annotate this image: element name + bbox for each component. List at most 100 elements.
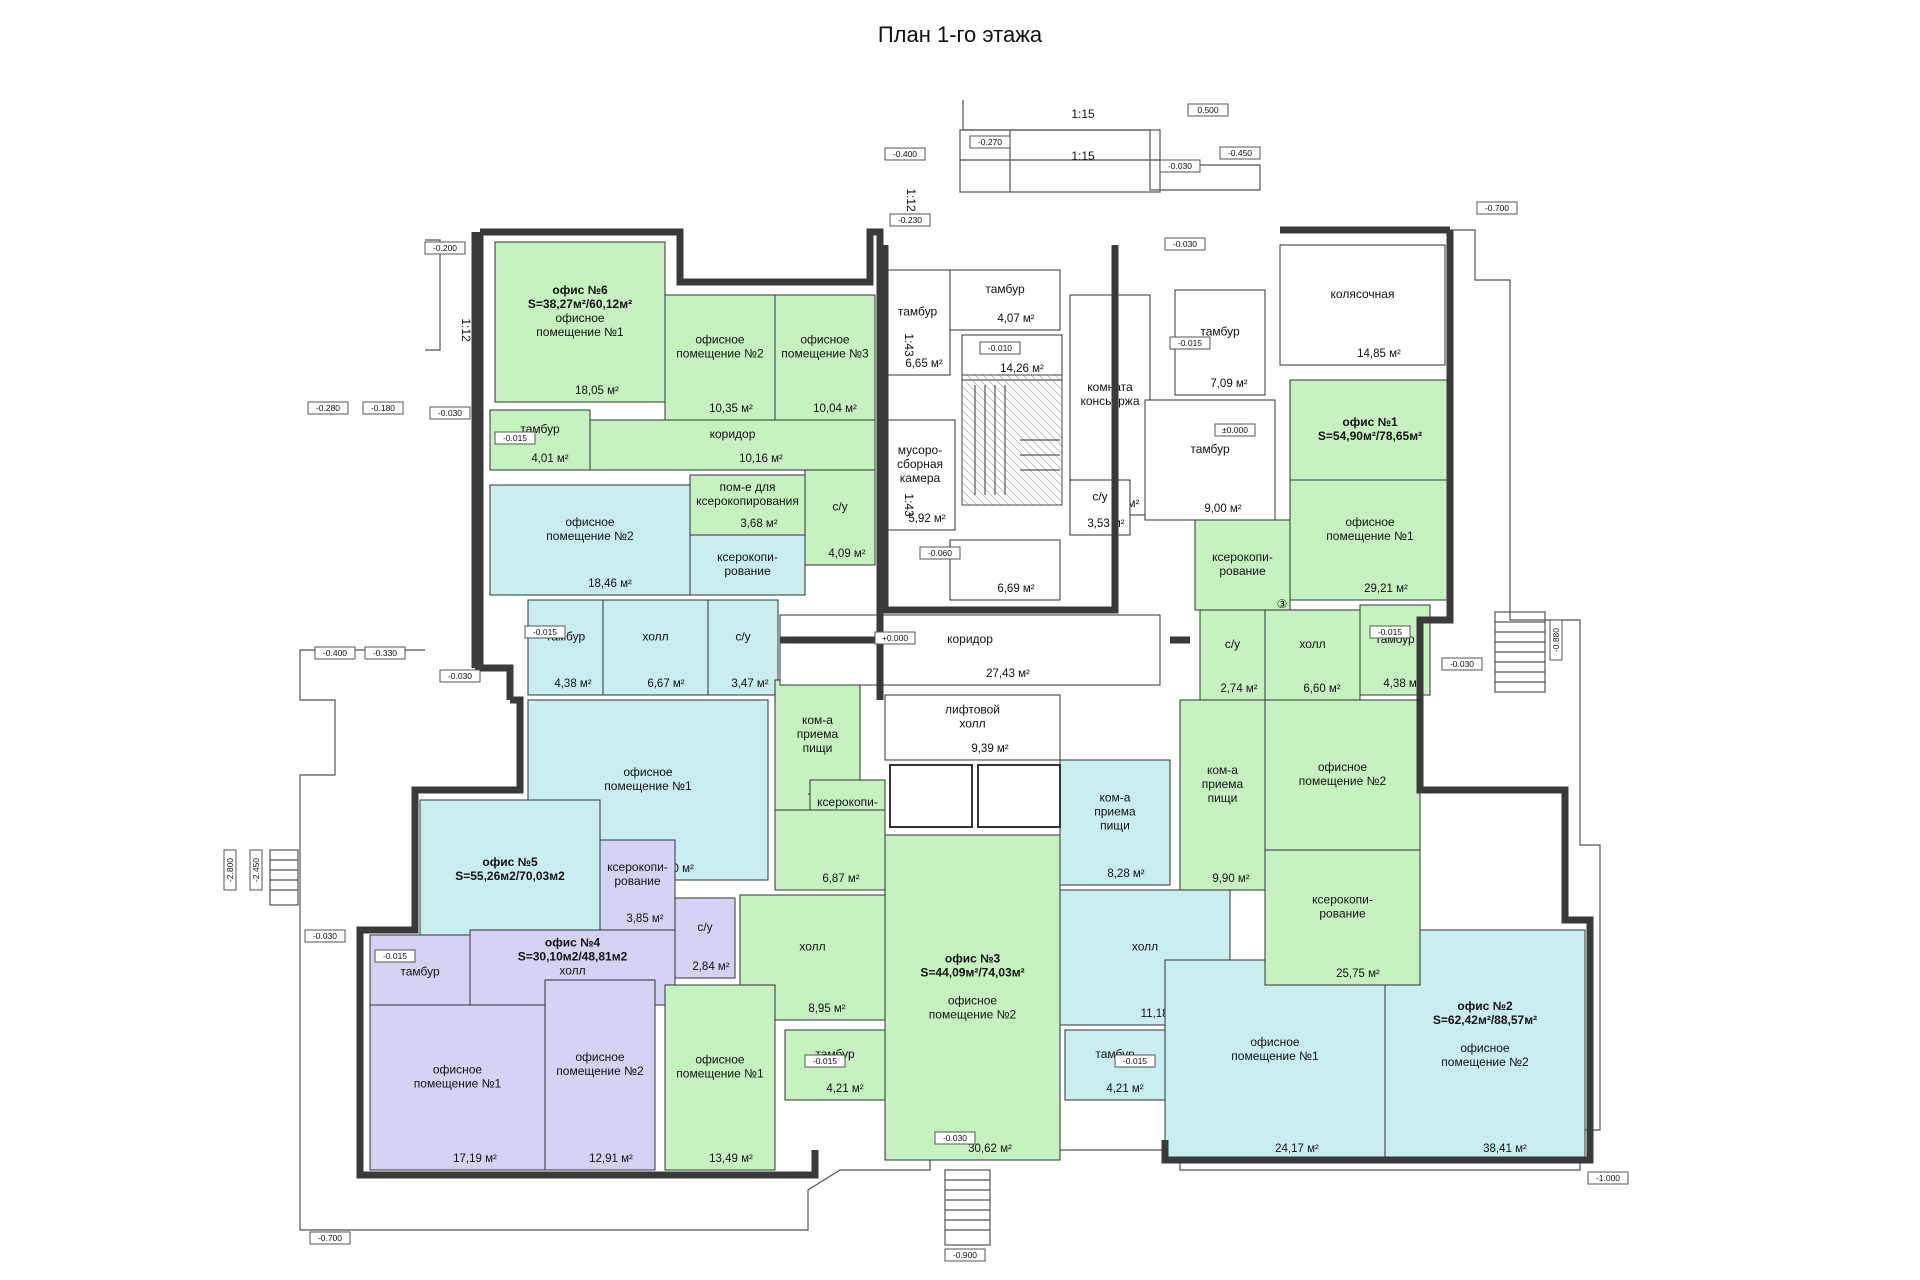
svg-text:-0.900: -0.900 (953, 1250, 977, 1260)
room-label: с/у (1225, 637, 1240, 651)
elevation-mark: -0.015 (524, 625, 566, 639)
elevation-mark: -0.280 (307, 401, 349, 415)
room-label: ксерокопи- (1312, 893, 1373, 907)
elevation-mark: -1.000 (1587, 1171, 1629, 1185)
room-area: 24,17 м² (1275, 1143, 1319, 1155)
elevation-mark: -0.400 (314, 646, 356, 660)
room-o3-x: 6,87 м² (774, 809, 886, 891)
elevation-mark: -2.450 (249, 849, 263, 891)
room-o6-1: офис №6S=38,27м²/60,12м²офисноепомещение… (494, 241, 666, 403)
room-label: ксерокопи- (817, 795, 878, 809)
room-shape (804, 469, 876, 566)
svg-text:-0.030: -0.030 (1450, 659, 1474, 669)
room-shape (884, 419, 956, 531)
elevator-shafts (889, 764, 1061, 828)
slope-label: 1:43 (902, 333, 916, 357)
page-title: План 1-го этажа (877, 22, 1043, 47)
room-shape (599, 839, 676, 931)
room-area: 6,87 м² (822, 873, 859, 885)
room-label: офисное (1345, 515, 1395, 529)
svg-text:-0.015: -0.015 (383, 951, 407, 961)
room-label: офисное (1460, 1041, 1510, 1055)
room-shape (1179, 699, 1266, 891)
room-shape (707, 599, 779, 696)
room-label: помещение №2 (1441, 1055, 1529, 1069)
elevation-mark: -0.015 (1169, 336, 1211, 350)
svg-text:-0.180: -0.180 (371, 403, 395, 413)
room-label: S=30,10м2/48,81м2 (518, 950, 628, 964)
elevation-mark: -0.880 (1549, 619, 1563, 661)
room-area: 13,49 м² (709, 1153, 753, 1165)
room-shape (1164, 959, 1386, 1161)
room-o1-copy2: ксерокопи-рование 25,75 м² (1264, 849, 1421, 986)
elevation-mark: -0.330 (364, 646, 406, 660)
room-label: ксерокопи- (717, 550, 778, 564)
room-label: с/у (735, 630, 750, 644)
room-label: помещение №1 (414, 1077, 502, 1091)
room-label: офисное (800, 333, 850, 347)
room-label: тамбур (1200, 325, 1240, 339)
room-area: 25,75 м² (1336, 968, 1380, 980)
room-label: офисное (555, 311, 605, 325)
room-label: тамбур (985, 282, 1025, 296)
elevation-mark: -0.450 (1219, 146, 1261, 160)
room-shape (884, 834, 1061, 1161)
room-area: 10,04 м² (813, 403, 857, 415)
room-label: холл (559, 964, 585, 978)
room-area: 14,85 м² (1357, 348, 1401, 360)
svg-text:-0.015: -0.015 (1123, 1056, 1147, 1066)
svg-text:+0.000: +0.000 (882, 633, 909, 643)
room-label: камера (900, 471, 941, 485)
room-area: 10,35 м² (709, 403, 753, 415)
room-label: рование (1319, 907, 1366, 921)
room-label: офис №5 (482, 855, 538, 869)
room-label: S=54,90м²/78,65м² (1318, 429, 1422, 443)
room-label: холл (799, 940, 825, 954)
room-shape (1289, 379, 1451, 481)
room-area: 4,21 м² (1106, 1083, 1143, 1095)
elevation-mark: -0.030 (1159, 159, 1201, 173)
svg-text:-0.450: -0.450 (1228, 148, 1252, 158)
svg-text:-2.800: -2.800 (225, 858, 235, 882)
svg-text:-0.030: -0.030 (448, 671, 472, 681)
room-shape (949, 539, 1061, 601)
room-label: мусоро- (898, 443, 942, 457)
elevation-mark: -0.015 (1369, 625, 1411, 639)
room-shape (589, 419, 876, 471)
room-shape (1264, 609, 1361, 701)
room-area: 6,60 м² (1303, 683, 1340, 695)
room-o5-wc: с/у3,47 м² (707, 599, 779, 696)
room-label: офисное (695, 333, 745, 347)
room-label: помещение №1 (676, 1067, 764, 1081)
room-area: 8,95 м² (808, 1003, 845, 1015)
room-area: 2,84 м² (692, 961, 729, 973)
elevation-mark: -0.015 (804, 1054, 846, 1068)
room-shape (602, 599, 709, 696)
elevation-mark: 0.500 (1187, 103, 1229, 117)
svg-text:-0.400: -0.400 (893, 149, 917, 159)
room-area: 2,74 м² (1220, 683, 1257, 695)
room-shape (1199, 609, 1266, 701)
svg-text:-0.030: -0.030 (313, 931, 337, 941)
room-shape (1144, 399, 1276, 521)
room-area: 29,21 м² (1364, 583, 1408, 595)
svg-text:-0.880: -0.880 (1551, 628, 1561, 652)
elevation-mark: -0.030 (429, 406, 471, 420)
room-label: офисное (695, 1053, 745, 1067)
room-label: ком-а (802, 713, 833, 727)
room-area: 17,19 м² (453, 1153, 497, 1165)
room-label: лифтовой (945, 703, 1000, 717)
room-shape (1289, 479, 1451, 601)
room-label: коридор (947, 632, 993, 646)
room-c-lobby: 6,69 м² (949, 539, 1061, 601)
room-area: 38,41 м² (1483, 1143, 1527, 1155)
room-label: помещение №1 (1326, 529, 1414, 543)
room-shape (527, 599, 604, 696)
